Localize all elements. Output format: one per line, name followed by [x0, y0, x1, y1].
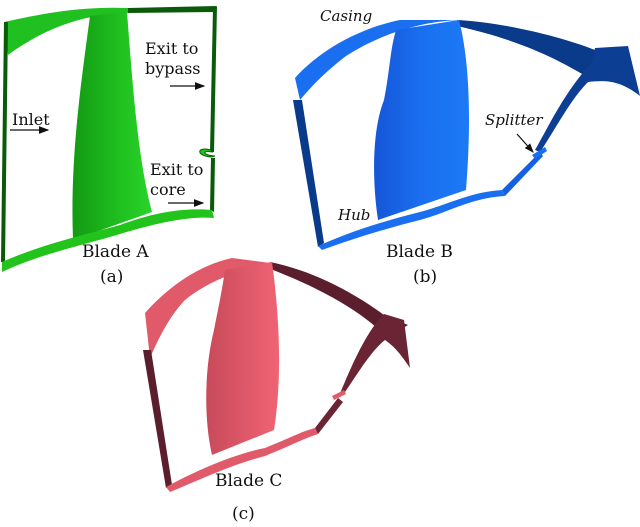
- casing-label: Casing: [320, 7, 373, 25]
- panel-c-caption: (c): [232, 504, 255, 524]
- blade-c-geometry: [143, 258, 410, 492]
- exit-bypass-label-line1: Exit to: [145, 39, 199, 58]
- panel-b-caption: (b): [413, 267, 438, 287]
- blade-a-title: Blade A: [82, 242, 149, 262]
- hub-label: Hub: [338, 206, 371, 224]
- exit-core-label-line2: core: [150, 180, 186, 199]
- panel-a-caption: (a): [100, 267, 124, 287]
- blade-c-title: Blade C: [215, 471, 283, 491]
- blade-b-title: Blade B: [386, 242, 453, 262]
- blade-a-geometry: [1, 6, 217, 272]
- exit-bypass-label-line2: bypass: [145, 59, 201, 78]
- splitter-arrow: [516, 133, 534, 153]
- blade-b-geometry: [293, 20, 640, 250]
- splitter-label: Splitter: [485, 111, 543, 129]
- exit-core-label-line1: Exit to: [150, 160, 204, 179]
- inlet-label: Inlet: [12, 110, 50, 129]
